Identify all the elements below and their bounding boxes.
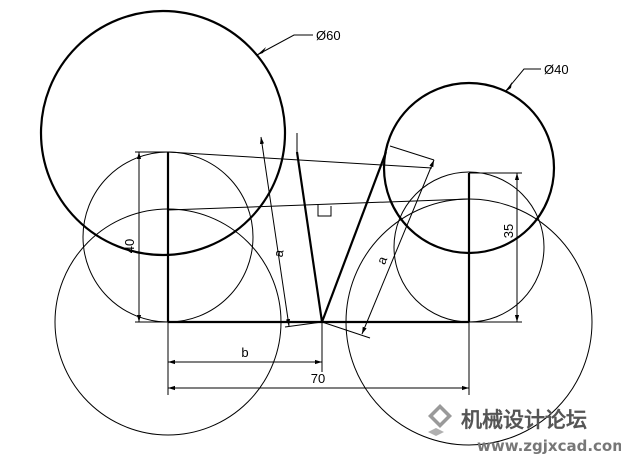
label-diameter-60: Ø60 <box>316 28 341 43</box>
label-dim-a-right: a <box>374 253 391 266</box>
diamond-logo-icon <box>428 404 452 436</box>
label-dim-70: 70 <box>311 371 325 386</box>
extension-a-right-bottom <box>321 321 371 339</box>
watermark-title: 机械设计论坛 <box>461 408 587 432</box>
extension-a-left-bottom <box>284 321 323 328</box>
dim-line-a-right <box>361 159 435 335</box>
leader-diameter-40 <box>504 68 541 93</box>
leader-diameter-60 <box>256 34 313 56</box>
watermark-url: www.zgjxcad.com <box>477 437 621 455</box>
link-left <box>295 151 324 323</box>
label-dim-35: 35 <box>501 224 516 238</box>
leader-arrow-60 <box>257 47 266 55</box>
right-angle-marker <box>317 205 332 217</box>
link-right <box>320 151 388 323</box>
watermark: 机械设计论坛 www.zgjxcad.com <box>428 404 621 455</box>
circle-diameter-60 <box>39 9 287 257</box>
label-dim-a-left: a <box>271 248 287 258</box>
label-dim-b: b <box>241 345 248 360</box>
label-diameter-40: Ø40 <box>544 62 569 77</box>
extension-a-right-top <box>385 143 389 153</box>
leader-arrow-40 <box>505 82 512 92</box>
dim-line-a-left <box>259 136 291 327</box>
label-dim-40: 40 <box>122 239 137 253</box>
dim-ext-a-right <box>389 145 435 161</box>
